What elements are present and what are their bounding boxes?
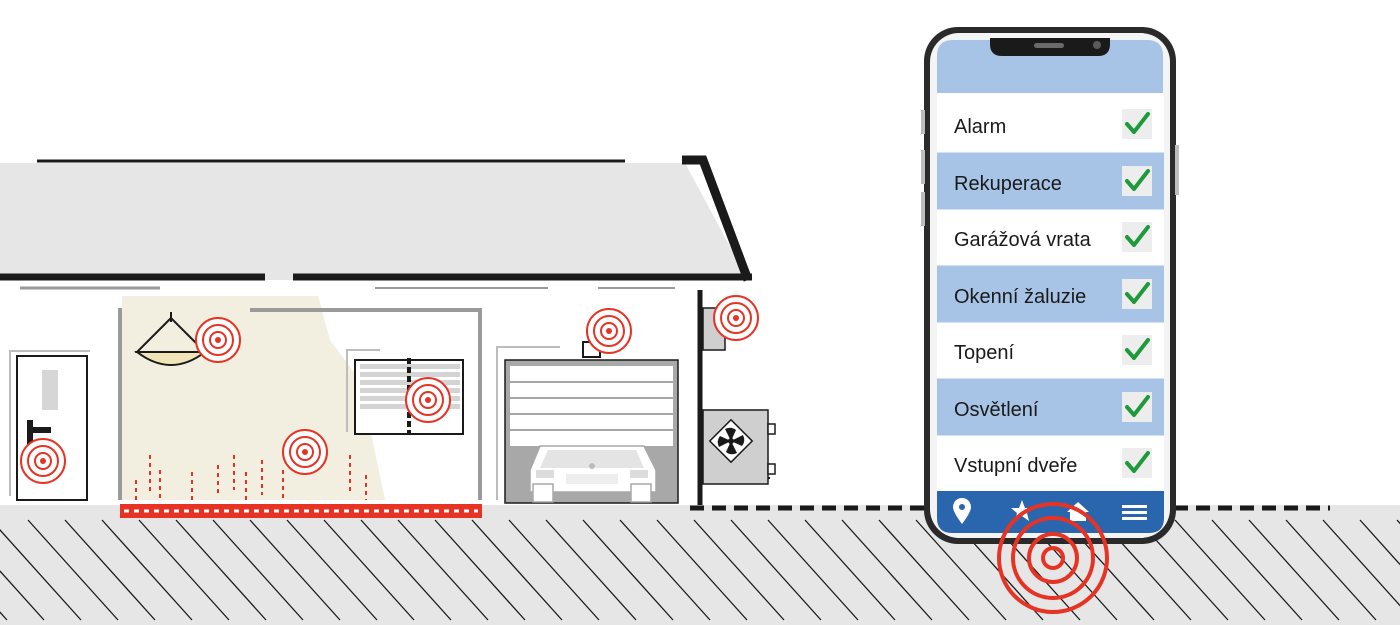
checkbox[interactable] <box>1122 278 1152 309</box>
heat-pump-unit <box>702 409 776 485</box>
checkbox[interactable] <box>1122 391 1152 422</box>
list-item-label: Alarm <box>954 116 1007 138</box>
checkmark-icon <box>1125 338 1150 360</box>
menu-icon[interactable] <box>1122 505 1147 520</box>
list-item[interactable]: Vstupní dveře <box>937 435 1164 492</box>
list-item-label: Okenní žaluzie <box>954 285 1087 308</box>
signal-marker <box>20 438 66 484</box>
list-item-label: Osvětlení <box>954 398 1039 421</box>
entrance-door <box>9 350 90 501</box>
list-item[interactable]: Osvětlení <box>937 379 1164 436</box>
smartphone <box>921 27 1179 544</box>
wireless-signals <box>20 295 759 484</box>
checkbox[interactable] <box>1122 165 1152 196</box>
checkbox[interactable] <box>1122 109 1152 139</box>
checkbox[interactable] <box>1122 335 1152 365</box>
signal-marker <box>195 317 241 363</box>
floor-heating-strip <box>120 504 482 518</box>
checkmark-icon <box>1125 451 1150 473</box>
list-item[interactable]: Alarm <box>937 96 1164 153</box>
list-item-label: Garážová vrata <box>954 229 1091 251</box>
checkmark-icon <box>1125 281 1150 304</box>
list-item[interactable]: Okenní žaluzie <box>937 266 1164 323</box>
ground <box>0 505 1400 625</box>
list-item-label: Rekuperace <box>954 172 1062 195</box>
signal-marker <box>713 295 759 341</box>
house-roof <box>0 155 753 290</box>
list-item-label: Vstupní dveře <box>954 455 1078 477</box>
checkmark-icon <box>1125 225 1150 247</box>
checkbox[interactable] <box>1122 448 1152 478</box>
signal-marker <box>405 377 451 423</box>
checkmark-icon <box>1125 168 1150 191</box>
list-item[interactable]: Rekuperace <box>937 153 1164 210</box>
checkmark-icon <box>1125 394 1150 417</box>
checkbox[interactable] <box>1122 222 1152 252</box>
list-item-label: Topení <box>954 342 1015 364</box>
nav-bar <box>953 498 1147 524</box>
location-pin-icon[interactable] <box>953 498 971 524</box>
phone-signal <box>997 502 1109 614</box>
signal-marker <box>586 308 632 354</box>
signal-marker <box>282 429 328 475</box>
list-item[interactable]: Garážová vrata <box>937 209 1164 266</box>
checkmark-icon <box>1125 112 1150 134</box>
fan-icon <box>717 427 745 455</box>
car <box>529 445 657 503</box>
list-item[interactable]: Topení <box>937 322 1164 379</box>
garage <box>496 341 679 504</box>
